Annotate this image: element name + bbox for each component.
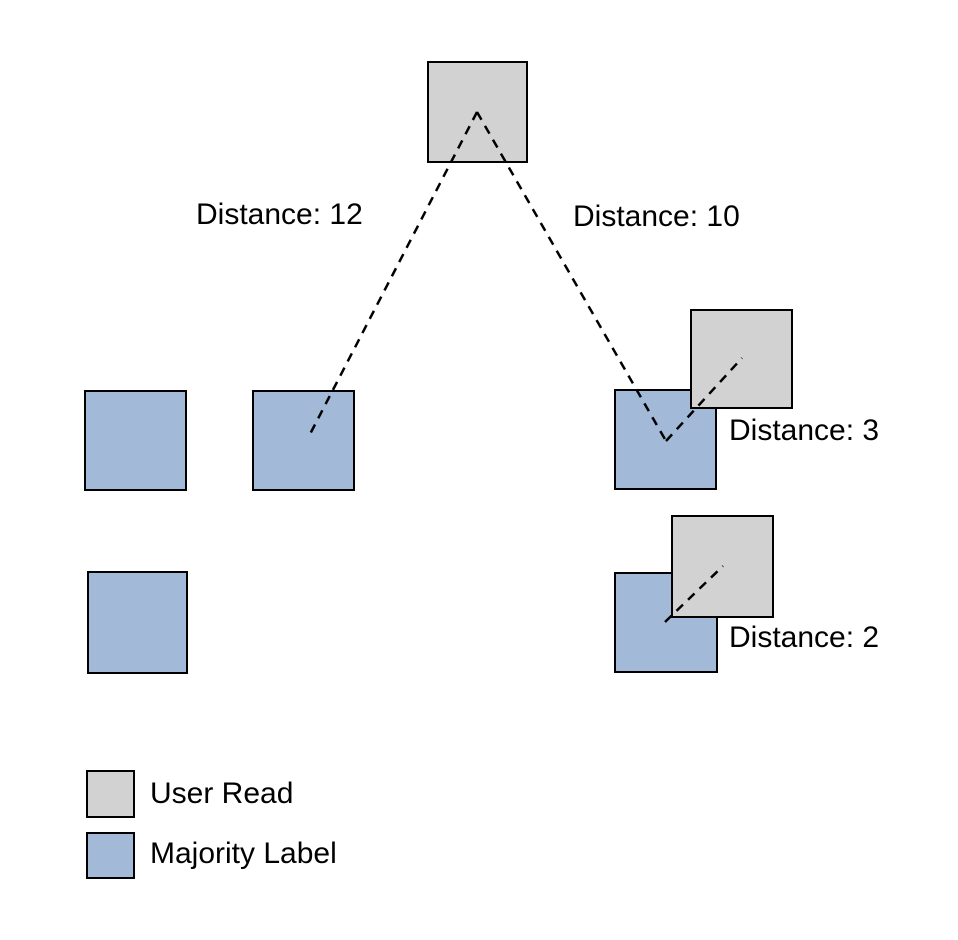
distance-label-12: Distance: 12 bbox=[196, 198, 363, 231]
user-read-node-right-middle bbox=[690, 309, 793, 409]
majority-label-node-left-1 bbox=[84, 390, 187, 491]
legend-swatch-majority-label bbox=[86, 832, 135, 879]
distance-label-10: Distance: 10 bbox=[573, 200, 740, 233]
distance-label-2: Distance: 2 bbox=[729, 621, 880, 654]
legend-label-majority-label: Majority Label bbox=[150, 837, 337, 870]
user-read-node-right-bottom bbox=[671, 515, 774, 618]
legend-label-user-read: User Read bbox=[150, 777, 294, 810]
user-read-node-root bbox=[427, 61, 528, 163]
majority-label-node-left-bottom bbox=[87, 571, 188, 674]
majority-label-node-left-2 bbox=[252, 390, 355, 491]
legend-swatch-user-read bbox=[86, 770, 135, 818]
distance-label-3: Distance: 3 bbox=[729, 414, 880, 447]
